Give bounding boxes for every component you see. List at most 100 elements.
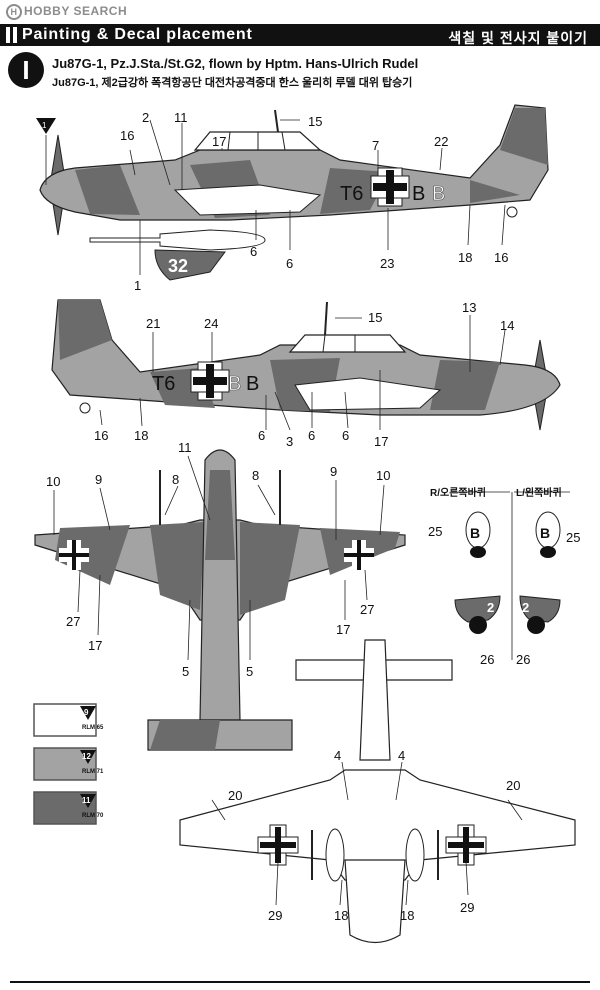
wing-shape xyxy=(173,184,322,216)
wheel-spat-side xyxy=(519,595,561,623)
right-side-view: 32 T6 B B 1 xyxy=(36,104,549,281)
callout: 22 xyxy=(434,134,448,149)
callout: 16 xyxy=(494,250,508,265)
callout: 16 xyxy=(120,128,134,143)
camo-patch xyxy=(470,180,520,203)
wheel-right-label: R/오른쪽바퀴 xyxy=(430,488,486,499)
callout: 6 xyxy=(308,428,315,443)
legend-number: 11 xyxy=(82,796,91,805)
bottom-view xyxy=(179,639,576,944)
fuselage-code-b: B xyxy=(412,183,425,205)
callout: 25 xyxy=(566,530,580,545)
header-bar-stripe-icon xyxy=(13,27,17,43)
callout: 5 xyxy=(182,664,189,679)
header-title-korean: 색칠 및 전사지 붙이기 xyxy=(448,30,588,46)
callout: 29 xyxy=(460,900,474,915)
left-side-view: T6 B B xyxy=(51,299,561,431)
callout: 20 xyxy=(228,788,242,803)
callout: 23 xyxy=(380,256,394,271)
gear-spat-shape xyxy=(154,249,226,281)
svg-text:1: 1 xyxy=(42,121,47,130)
callout: 1 xyxy=(134,278,141,293)
gear-leg xyxy=(325,828,345,882)
callout: 9 xyxy=(330,464,337,479)
fuselage-code-b: B xyxy=(246,373,259,395)
callout: 29 xyxy=(268,908,282,923)
nose-shape xyxy=(344,859,406,944)
callout: 17 xyxy=(336,622,350,637)
gun-pod-shape xyxy=(89,229,266,251)
balkenkreuz-icon xyxy=(344,540,374,570)
callout: 4 xyxy=(398,748,405,763)
fuselage-code-t6: T6 xyxy=(152,373,175,395)
balkenkreuz-icon xyxy=(190,361,230,401)
wheel-spat-side xyxy=(454,595,501,623)
wing-shape xyxy=(294,377,442,411)
callout: 20 xyxy=(506,778,520,793)
callout: 6 xyxy=(250,244,257,259)
callout: 7 xyxy=(372,138,379,153)
header-title: Painting & Decal placement xyxy=(22,26,253,43)
callout: 5 xyxy=(246,664,253,679)
wheel-left-label: L/왼쪽바퀴 xyxy=(516,488,562,499)
callout: 6 xyxy=(286,256,293,271)
camo-patch xyxy=(430,360,500,410)
callout: 8 xyxy=(172,472,179,487)
callout: 6 xyxy=(342,428,349,443)
callout: 17 xyxy=(374,434,388,449)
callout: 6 xyxy=(258,428,265,443)
legend-name: RLM 70 xyxy=(82,813,104,819)
top-view xyxy=(34,449,406,751)
gun-pod-code: 32 xyxy=(168,256,188,276)
callout: 8 xyxy=(252,468,259,483)
legend-number: 9 xyxy=(84,708,89,717)
callout: 15 xyxy=(308,114,322,129)
camo-patch xyxy=(240,522,300,615)
callout: 18 xyxy=(458,250,472,265)
callout: 24 xyxy=(204,316,218,331)
callout: 2 xyxy=(142,110,149,125)
callout: 26 xyxy=(516,652,530,667)
fuselage-code-b-outline: B xyxy=(432,183,445,205)
color-marker-icon xyxy=(36,118,56,134)
camo-patch xyxy=(150,720,220,750)
fuselage-shape xyxy=(359,639,391,761)
legend-name: RLM 71 xyxy=(82,769,104,775)
camo-patch xyxy=(205,470,235,560)
legend-marker-icon xyxy=(80,794,96,808)
callout: 10 xyxy=(46,474,60,489)
callout: 18 xyxy=(400,908,414,923)
header-bar-stripe-icon xyxy=(6,27,10,43)
callout: 4 xyxy=(334,748,341,763)
logo-icon: H xyxy=(6,4,22,20)
spat-code-right: 2 xyxy=(487,600,494,615)
scheme-badge: I xyxy=(8,52,44,88)
camo-patch xyxy=(75,165,140,215)
callout: 26 xyxy=(480,652,494,667)
callout: 21 xyxy=(146,316,160,331)
watermark-text: HOBBY SEARCH xyxy=(24,4,128,19)
callout: 18 xyxy=(134,428,148,443)
scheme-subtitle: Ju87G-1, 제2급강하 폭격항공단 대전차공격중대 한스 울리히 루델 대… xyxy=(52,77,413,89)
callout: 15 xyxy=(368,310,382,325)
balkenkreuz-icon xyxy=(59,540,89,570)
wheel-detail xyxy=(454,491,570,660)
callout: 16 xyxy=(94,428,108,443)
callout: 11 xyxy=(174,110,188,125)
antenna-mast xyxy=(274,109,279,133)
camo-patch xyxy=(150,522,205,610)
antenna-mast xyxy=(324,301,328,336)
camo-patch xyxy=(500,108,548,165)
wheel-badge-left: B xyxy=(540,525,550,541)
callout: 17 xyxy=(88,638,102,653)
scheme-title: Ju87G-1, Pz.J.Sta./St.G2, flown by Hptm.… xyxy=(52,56,419,71)
callout: 25 xyxy=(428,524,442,539)
gear-leg xyxy=(405,828,425,882)
callout: 27 xyxy=(360,602,374,617)
fuselage-code-t6: T6 xyxy=(340,183,363,205)
callout: 18 xyxy=(334,908,348,923)
callout: 10 xyxy=(376,468,390,483)
callout: 11 xyxy=(178,440,192,455)
